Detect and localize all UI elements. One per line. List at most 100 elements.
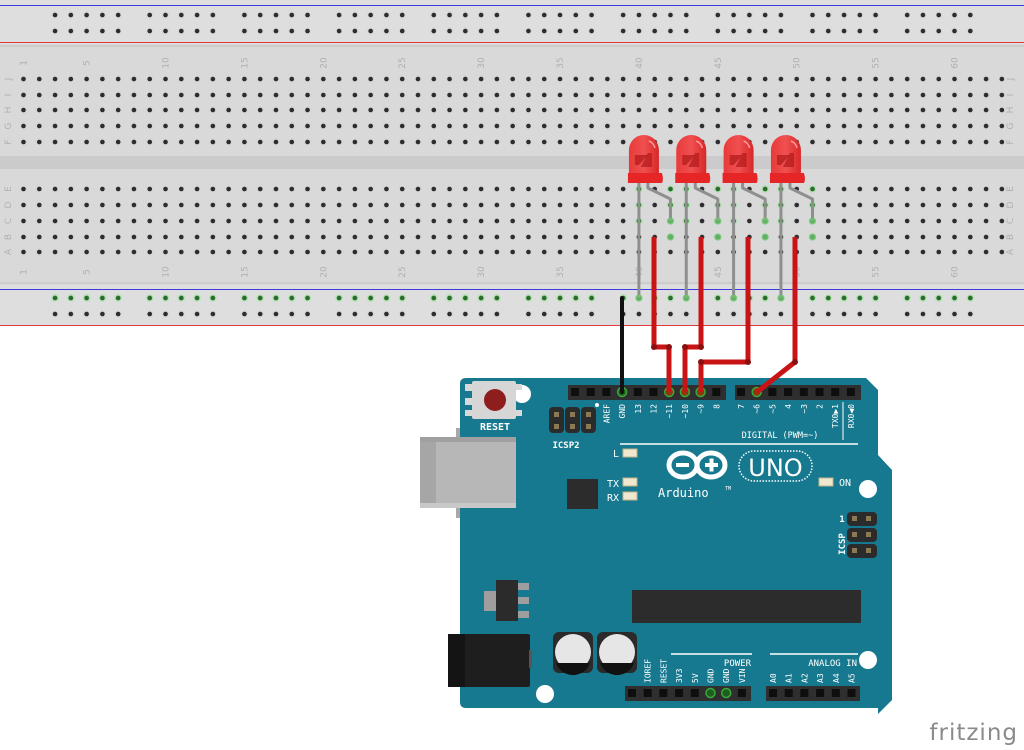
header-pin-5[interactable]	[768, 388, 777, 396]
breadboard-hole-center	[463, 92, 468, 98]
breadboard-hole-center	[510, 139, 515, 145]
breadboard-hole-center	[305, 186, 310, 192]
breadboard-hole-center	[889, 76, 894, 82]
breadboard-hole-center	[510, 76, 515, 82]
breadboard-hole-center	[179, 186, 184, 192]
breadboard-hole-center	[573, 123, 579, 129]
header-pin-3[interactable]	[799, 388, 808, 396]
header-pin-7[interactable]	[737, 388, 745, 396]
breadboard-hole-center	[384, 234, 389, 240]
breadboard-hole-center	[352, 76, 358, 82]
header-pin-GND[interactable]	[720, 687, 732, 699]
header-pin[interactable]	[628, 689, 636, 697]
breadboard-hole-center	[810, 186, 815, 192]
breadboard-hole-center	[715, 249, 721, 255]
header-pin-12[interactable]	[649, 388, 658, 396]
breadboard-hole-center	[999, 186, 1005, 192]
breadboard-hole-center	[983, 76, 989, 82]
breadboard-hole-center	[179, 202, 184, 208]
breadboard-hole-center	[541, 218, 547, 224]
header-pin-4[interactable]	[784, 388, 793, 396]
breadboard-hole-center	[952, 123, 957, 129]
rail-hole-center	[147, 12, 153, 18]
header-pin-A4[interactable]	[831, 689, 840, 697]
header-pin[interactable]	[571, 388, 579, 396]
led-red[interactable]	[722, 135, 769, 302]
breadboard-hole-center	[952, 218, 957, 224]
breadboard-hole-center	[573, 186, 579, 192]
breadboard-hole-center	[841, 234, 847, 240]
breadboard-hole-center	[999, 92, 1005, 98]
reset-button-cap[interactable]	[484, 389, 506, 411]
rail-hole-center	[352, 311, 358, 317]
breadboard-hole-center	[447, 92, 452, 98]
column-label: 55	[872, 57, 882, 68]
breadboard-hole-center	[715, 123, 721, 129]
header-pin-5V[interactable]	[690, 689, 699, 697]
rail-hole-center	[573, 28, 579, 34]
led-highlight	[790, 140, 798, 149]
rail-hole-center	[194, 311, 200, 317]
breadboard-hole-center	[36, 249, 42, 255]
header-pin-RX00[interactable]	[846, 388, 855, 396]
breadboard-hole-center	[494, 76, 500, 82]
row-label: A	[1006, 248, 1016, 255]
header-pin-TX01[interactable]	[831, 388, 840, 396]
breadboard-hole-center	[825, 123, 831, 129]
breadboard-hole-center	[21, 139, 26, 145]
breadboard-hole-center	[179, 234, 184, 240]
pin-label: A3	[816, 673, 825, 683]
breadboard-hole-center	[336, 249, 342, 255]
breadboard-hole-center	[620, 186, 626, 192]
breadboard-hole-center	[321, 139, 326, 145]
wire-pin-11[interactable]	[651, 237, 672, 392]
breadboard-hole-center	[68, 249, 74, 255]
breadboard-hole-center	[242, 92, 247, 98]
header-pin-A0[interactable]	[769, 689, 777, 697]
header-pin-A1[interactable]	[784, 689, 793, 697]
header-pin-13[interactable]	[633, 388, 642, 396]
header-pin-2[interactable]	[815, 388, 824, 396]
header-pin-3V3[interactable]	[675, 689, 684, 697]
power-header-label: POWER	[724, 659, 752, 669]
wire-pin-10[interactable]	[682, 237, 704, 392]
header-pin[interactable]	[586, 388, 595, 396]
rail-hole-center	[84, 12, 89, 18]
breadboard-hole-center	[179, 249, 184, 255]
header-pin-A3[interactable]	[816, 689, 825, 697]
breadboard-hole-center	[605, 218, 610, 224]
rail-hole-center	[778, 311, 784, 317]
header-pin-IOREF[interactable]	[643, 689, 652, 697]
breadboard-hole-center	[541, 123, 547, 129]
rail-hole-center	[904, 12, 910, 18]
rail-hole-center	[825, 12, 831, 18]
breadboard-hole-center	[968, 92, 973, 98]
breadboard-hole-center	[163, 139, 168, 145]
board-pcb	[460, 378, 892, 714]
led-red[interactable]	[675, 135, 722, 302]
header-pin-AREF[interactable]	[602, 388, 611, 396]
breadboard-hole-center	[52, 107, 58, 113]
reset-button[interactable]	[465, 381, 526, 419]
breadboard-hole-center	[541, 249, 547, 255]
breadboard-hole-center	[936, 186, 942, 192]
rail-hole-center	[384, 311, 389, 317]
breadboard-hole-center	[541, 202, 547, 208]
header-pin-GND[interactable]	[705, 687, 716, 699]
header-pin-RESET[interactable]	[659, 689, 668, 697]
rail-hole-center	[289, 295, 295, 301]
breadboard-hole-center	[636, 76, 642, 82]
header-pin-A5[interactable]	[847, 689, 856, 697]
breadboard-hole-center	[463, 186, 468, 192]
row-label: H	[4, 107, 14, 114]
breadboard-hole-center	[652, 92, 657, 98]
wire-pin-9[interactable]	[698, 237, 751, 392]
breadboard-hole-center	[605, 92, 610, 98]
header-pin-VIN[interactable]	[737, 689, 746, 697]
header-pin-8[interactable]	[712, 388, 721, 396]
breadboard-hole-center	[873, 202, 878, 208]
header-pin-A2[interactable]	[800, 689, 809, 697]
led-red[interactable]	[627, 135, 674, 302]
breadboard-hole-center	[431, 139, 437, 145]
led-red[interactable]	[769, 135, 816, 302]
